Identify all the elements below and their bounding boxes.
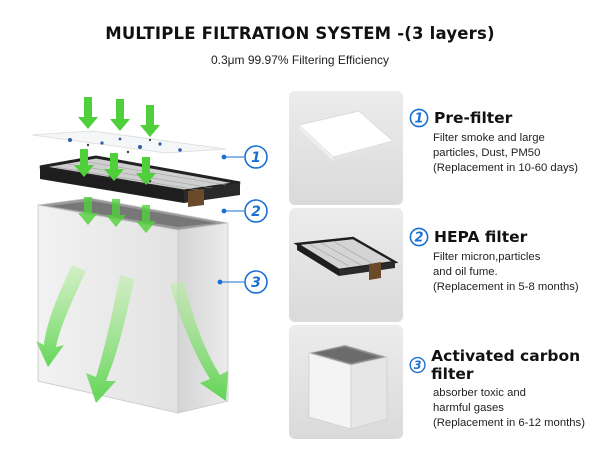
hepa-filter-title: HEPA filter bbox=[434, 228, 528, 246]
carbon-filter-desc-1: absorber toxic and bbox=[433, 387, 526, 399]
pre-filter-layer bbox=[31, 130, 227, 183]
callout-1-label: 1 bbox=[251, 150, 261, 166]
pre-filter-desc-1: Filter smoke and large bbox=[433, 132, 545, 144]
circled-number-1-icon: 1 bbox=[409, 108, 429, 128]
callout-3-label: 3 bbox=[251, 275, 261, 291]
airflow-in-arrows bbox=[74, 97, 160, 233]
callout-2-label: 2 bbox=[251, 204, 261, 220]
carbon-filter-image bbox=[289, 325, 403, 439]
carbon-filter-title: Activated carbon filter bbox=[431, 347, 581, 383]
filtration-diagram: 1 2 3 bbox=[31, 97, 268, 414]
svg-text:2: 2 bbox=[414, 231, 423, 246]
hepa-filter-desc-3: (Replacement in 5-8 months) bbox=[433, 281, 579, 293]
hepa-filter-layer bbox=[39, 155, 241, 207]
pre-filter-title: Pre-filter bbox=[434, 109, 513, 127]
pre-filter-desc-2: particles, Dust, PM50 bbox=[433, 147, 541, 159]
circled-number-3-icon: 3 bbox=[409, 356, 426, 374]
info-pre-filter: 1 Pre-filter Filter smoke and large part… bbox=[409, 108, 578, 176]
callout-1: 1 bbox=[221, 145, 268, 169]
callout-2: 2 bbox=[221, 199, 268, 223]
pre-filter-desc-3: (Replacement in 10-60 days) bbox=[433, 162, 579, 174]
hepa-filter-image bbox=[289, 208, 403, 322]
airflow-out-arrows bbox=[36, 265, 228, 403]
carbon-filter-desc-3: (Replacement in 6-12 months) bbox=[433, 417, 585, 429]
pre-filter-image bbox=[289, 91, 403, 205]
svg-text:1: 1 bbox=[414, 112, 423, 127]
callout-3: 3 bbox=[217, 270, 268, 294]
hepa-filter-desc-2: and oil fume. bbox=[433, 266, 498, 278]
info-carbon-filter: 3 Activated carbon filter absorber toxic… bbox=[409, 347, 600, 431]
circled-number-2-icon: 2 bbox=[409, 227, 429, 247]
svg-text:3: 3 bbox=[414, 359, 422, 372]
page-subtitle: 0.3μm 99.97% Filtering Efficiency bbox=[210, 53, 390, 67]
page-title: MULTIPLE FILTRATION SYSTEM -(3 layers) bbox=[105, 24, 495, 43]
carbon-filter-desc-2: harmful gases bbox=[433, 402, 504, 414]
hepa-filter-desc-1: Filter micron,particles bbox=[433, 251, 541, 263]
info-hepa-filter: 2 HEPA filter Filter micron,particles an… bbox=[409, 227, 579, 295]
carbon-filter-box bbox=[37, 197, 229, 414]
